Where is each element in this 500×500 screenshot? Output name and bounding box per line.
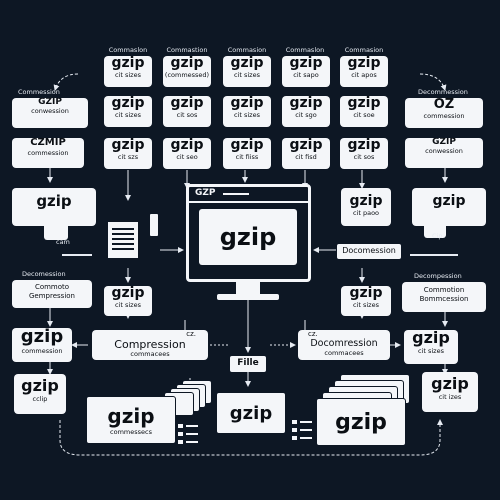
monitor-stand xyxy=(236,282,260,294)
document-tab-icon xyxy=(150,214,158,236)
file-label: Fille xyxy=(230,356,266,372)
gzip-node[interactable]: gzip(commessed) xyxy=(163,56,211,87)
right-side-caption: Cip xyxy=(432,232,443,240)
gzip-file-node[interactable]: gzip xyxy=(216,392,286,434)
left-lower-header: Decomession xyxy=(22,270,66,278)
column-header: Commastion xyxy=(166,46,208,54)
gzip-box-node[interactable]: gzip xyxy=(412,188,486,226)
monitor-base xyxy=(217,294,279,300)
column-header: Commaslon xyxy=(108,46,148,54)
decompression-label: Docomession xyxy=(337,244,401,259)
list-icon xyxy=(292,420,314,444)
outer-loop-connector xyxy=(53,73,79,91)
outer-loop-connector xyxy=(419,73,447,91)
monitor-title: GZP xyxy=(195,188,216,198)
left-side-header: Commession xyxy=(18,88,60,96)
outer-loop-connector xyxy=(59,419,443,456)
gzip-box-base xyxy=(424,226,446,238)
right-lower-header: Decompession xyxy=(414,272,462,280)
monitor-screen: gzip xyxy=(199,209,297,265)
right-side-header: Decommession xyxy=(418,88,468,96)
list-icon xyxy=(178,424,200,448)
document-icon xyxy=(108,222,138,258)
monitor-icon: GZP gzip xyxy=(186,184,311,282)
column-header: Commasion xyxy=(344,46,384,54)
gzip-box-base xyxy=(44,226,68,240)
gzip-box-node[interactable]: gzip xyxy=(12,188,96,226)
left-side-caption: cam xyxy=(56,238,70,246)
column-header: Commasion xyxy=(227,46,267,54)
gzip-archive-stack[interactable]: gzip xyxy=(316,398,406,446)
column-header: Commaslon xyxy=(285,46,325,54)
